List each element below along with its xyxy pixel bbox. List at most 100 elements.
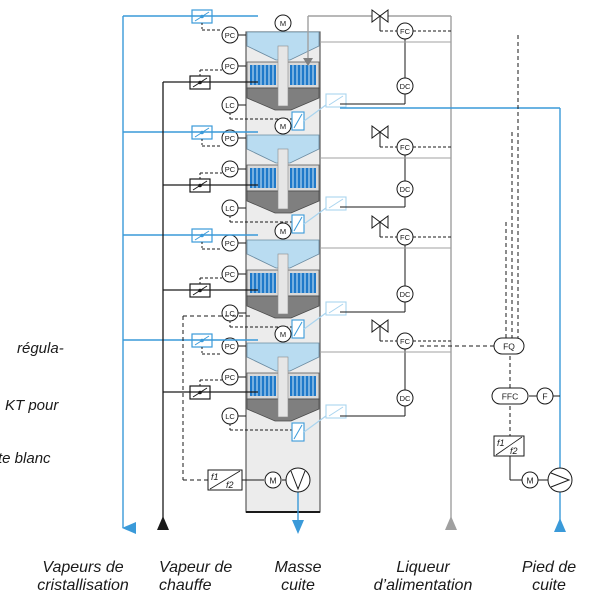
heating-steam-lines <box>162 81 258 518</box>
label-masse-cuite: Masse cuite <box>274 559 321 594</box>
feed-loop-4: FC DC <box>320 319 451 417</box>
svg-text:DC: DC <box>400 185 411 194</box>
tube-bundle-right <box>290 273 316 293</box>
feed-liquor-arrow <box>445 516 457 530</box>
tube-bundle-right <box>290 376 316 396</box>
fc-instrument: FC <box>396 332 414 350</box>
svg-text:FC: FC <box>400 143 411 152</box>
seed-pump-motor-icon: M <box>509 470 539 489</box>
feed-loop-1: FC DC <box>320 9 451 105</box>
svg-text:Pied de: Pied de <box>522 559 576 576</box>
seed-pump-icon <box>547 467 573 493</box>
svg-text:FC: FC <box>400 337 411 346</box>
pc-steam-instrument: PC <box>221 57 239 75</box>
svg-text:f1: f1 <box>211 472 219 482</box>
pc-steam-instrument: PC <box>221 265 239 283</box>
svg-text:cuite: cuite <box>281 577 315 594</box>
downcomer <box>277 356 289 418</box>
svg-text:PC: PC <box>225 31 236 40</box>
motor-icon: M <box>274 117 292 135</box>
massecuite-pump-icon <box>285 467 311 493</box>
stage-1: M PC PC LC <box>189 9 347 131</box>
fq-instrument: FQ <box>493 337 525 355</box>
tube-bundle-right <box>290 168 316 188</box>
side-note-1: régula- <box>17 340 64 357</box>
pc-instrument: PC <box>221 26 239 44</box>
seed-line <box>340 107 561 520</box>
svg-text:M: M <box>280 330 286 339</box>
svg-text:FQ: FQ <box>503 342 515 352</box>
svg-text:Masse: Masse <box>274 559 321 576</box>
side-note-2: KT pour <box>5 397 59 414</box>
svg-text:FC: FC <box>400 27 411 36</box>
massecuite-control <box>182 315 286 481</box>
svg-text:f2: f2 <box>510 446 518 456</box>
label-pied-cuite: Pied de cuite <box>522 559 576 594</box>
svg-text:LC: LC <box>225 204 235 213</box>
label-liqueur-alimentation: Liqueur d’alimentation <box>374 559 473 594</box>
massecuite-arrow <box>292 520 304 534</box>
motor-icon: M <box>274 222 292 240</box>
lc-instrument: LC <box>221 304 239 322</box>
flow-indicator-f: F <box>536 387 554 405</box>
heating-steam-arrow <box>157 516 169 530</box>
vapor-header-lines <box>122 15 258 534</box>
svg-text:d’alimentation: d’alimentation <box>374 577 473 594</box>
svg-text:DC: DC <box>400 290 411 299</box>
ffc-instrument: FFC <box>491 387 529 405</box>
svg-text:f1: f1 <box>497 438 505 448</box>
fc-instrument: FC <box>396 228 414 246</box>
tube-bundle-left <box>250 376 276 396</box>
seed-ratio-block: f1 f2 <box>493 435 525 457</box>
svg-text:LC: LC <box>225 101 235 110</box>
massecuite-ratio-block: f1 f2 <box>207 469 243 491</box>
feed-loop-3: FC DC <box>320 215 451 313</box>
svg-text:DC: DC <box>400 394 411 403</box>
svg-text:Vapeurs de: Vapeurs de <box>42 559 123 576</box>
massecuite-motor-icon: M <box>264 471 282 489</box>
svg-text:PC: PC <box>225 165 236 174</box>
svg-text:cuite: cuite <box>532 577 566 594</box>
svg-text:M: M <box>526 476 533 486</box>
svg-text:PC: PC <box>225 373 236 382</box>
lc-instrument: LC <box>221 96 239 114</box>
svg-text:Vapeur de: Vapeur de <box>159 559 232 576</box>
svg-text:LC: LC <box>225 412 235 421</box>
pc-steam-instrument: PC <box>221 368 239 386</box>
svg-text:PC: PC <box>225 342 236 351</box>
feed-inlet-arrow <box>303 58 313 66</box>
svg-text:M: M <box>269 476 276 486</box>
svg-text:PC: PC <box>225 62 236 71</box>
dc-instrument: DC <box>396 180 414 198</box>
svg-text:M: M <box>280 227 286 236</box>
svg-text:PC: PC <box>225 239 236 248</box>
motor-icon: M <box>274 325 292 343</box>
pc-instrument: PC <box>221 234 239 252</box>
tube-bundle-right <box>290 65 316 85</box>
fc-instrument: FC <box>396 138 414 156</box>
svg-text:FC: FC <box>400 233 411 242</box>
downcomer <box>277 45 289 107</box>
svg-text:chauffe: chauffe <box>159 577 212 594</box>
svg-text:F: F <box>542 392 547 402</box>
svg-text:PC: PC <box>225 134 236 143</box>
svg-text:f2: f2 <box>226 480 234 490</box>
motor-icon: M <box>274 14 292 32</box>
svg-text:M: M <box>280 122 286 131</box>
side-note-3: te blanc <box>0 450 51 467</box>
fc-instrument: FC <box>396 22 414 40</box>
lc-instrument: LC <box>221 407 239 425</box>
svg-text:Liqueur: Liqueur <box>396 559 450 576</box>
svg-text:LC: LC <box>225 309 235 318</box>
downcomer <box>277 148 289 210</box>
label-vapeur-chauffe: Vapeur de chauffe <box>159 559 232 594</box>
svg-text:cristallisation: cristallisation <box>37 577 129 594</box>
feed-liquor-lines <box>307 15 452 518</box>
dc-instrument: DC <box>396 389 414 407</box>
seed-arrow <box>554 518 566 532</box>
stage-2: M PC PC LC <box>189 117 347 234</box>
pc-steam-instrument: PC <box>221 160 239 178</box>
feed-loop-2: FC DC <box>320 125 451 208</box>
dc-instrument: DC <box>396 77 414 95</box>
